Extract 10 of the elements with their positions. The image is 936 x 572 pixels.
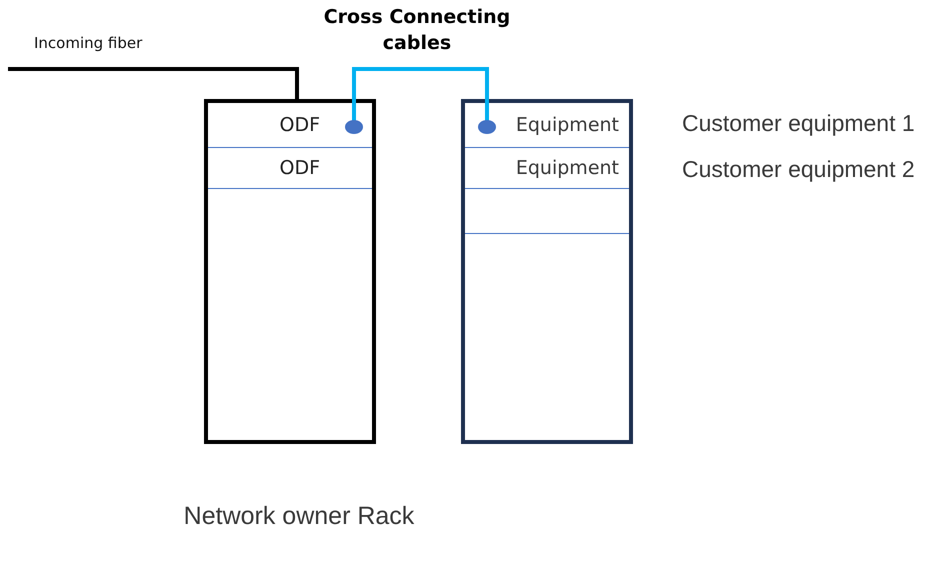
patch-cable xyxy=(345,67,496,134)
edge-label: Incoming fiber xyxy=(34,34,142,52)
rack-caption: Network owner Rack xyxy=(182,501,416,532)
panel-label: ODF xyxy=(279,157,320,179)
fiber-cable xyxy=(8,67,299,103)
panel-label: Equipment xyxy=(516,157,619,179)
panel-label: ODF xyxy=(279,114,320,136)
panel-label: Equipment xyxy=(516,114,619,136)
equipment-caption: Customer equipment 1 xyxy=(682,110,915,137)
equipment-caption: Customer equipment 2 xyxy=(682,156,915,183)
